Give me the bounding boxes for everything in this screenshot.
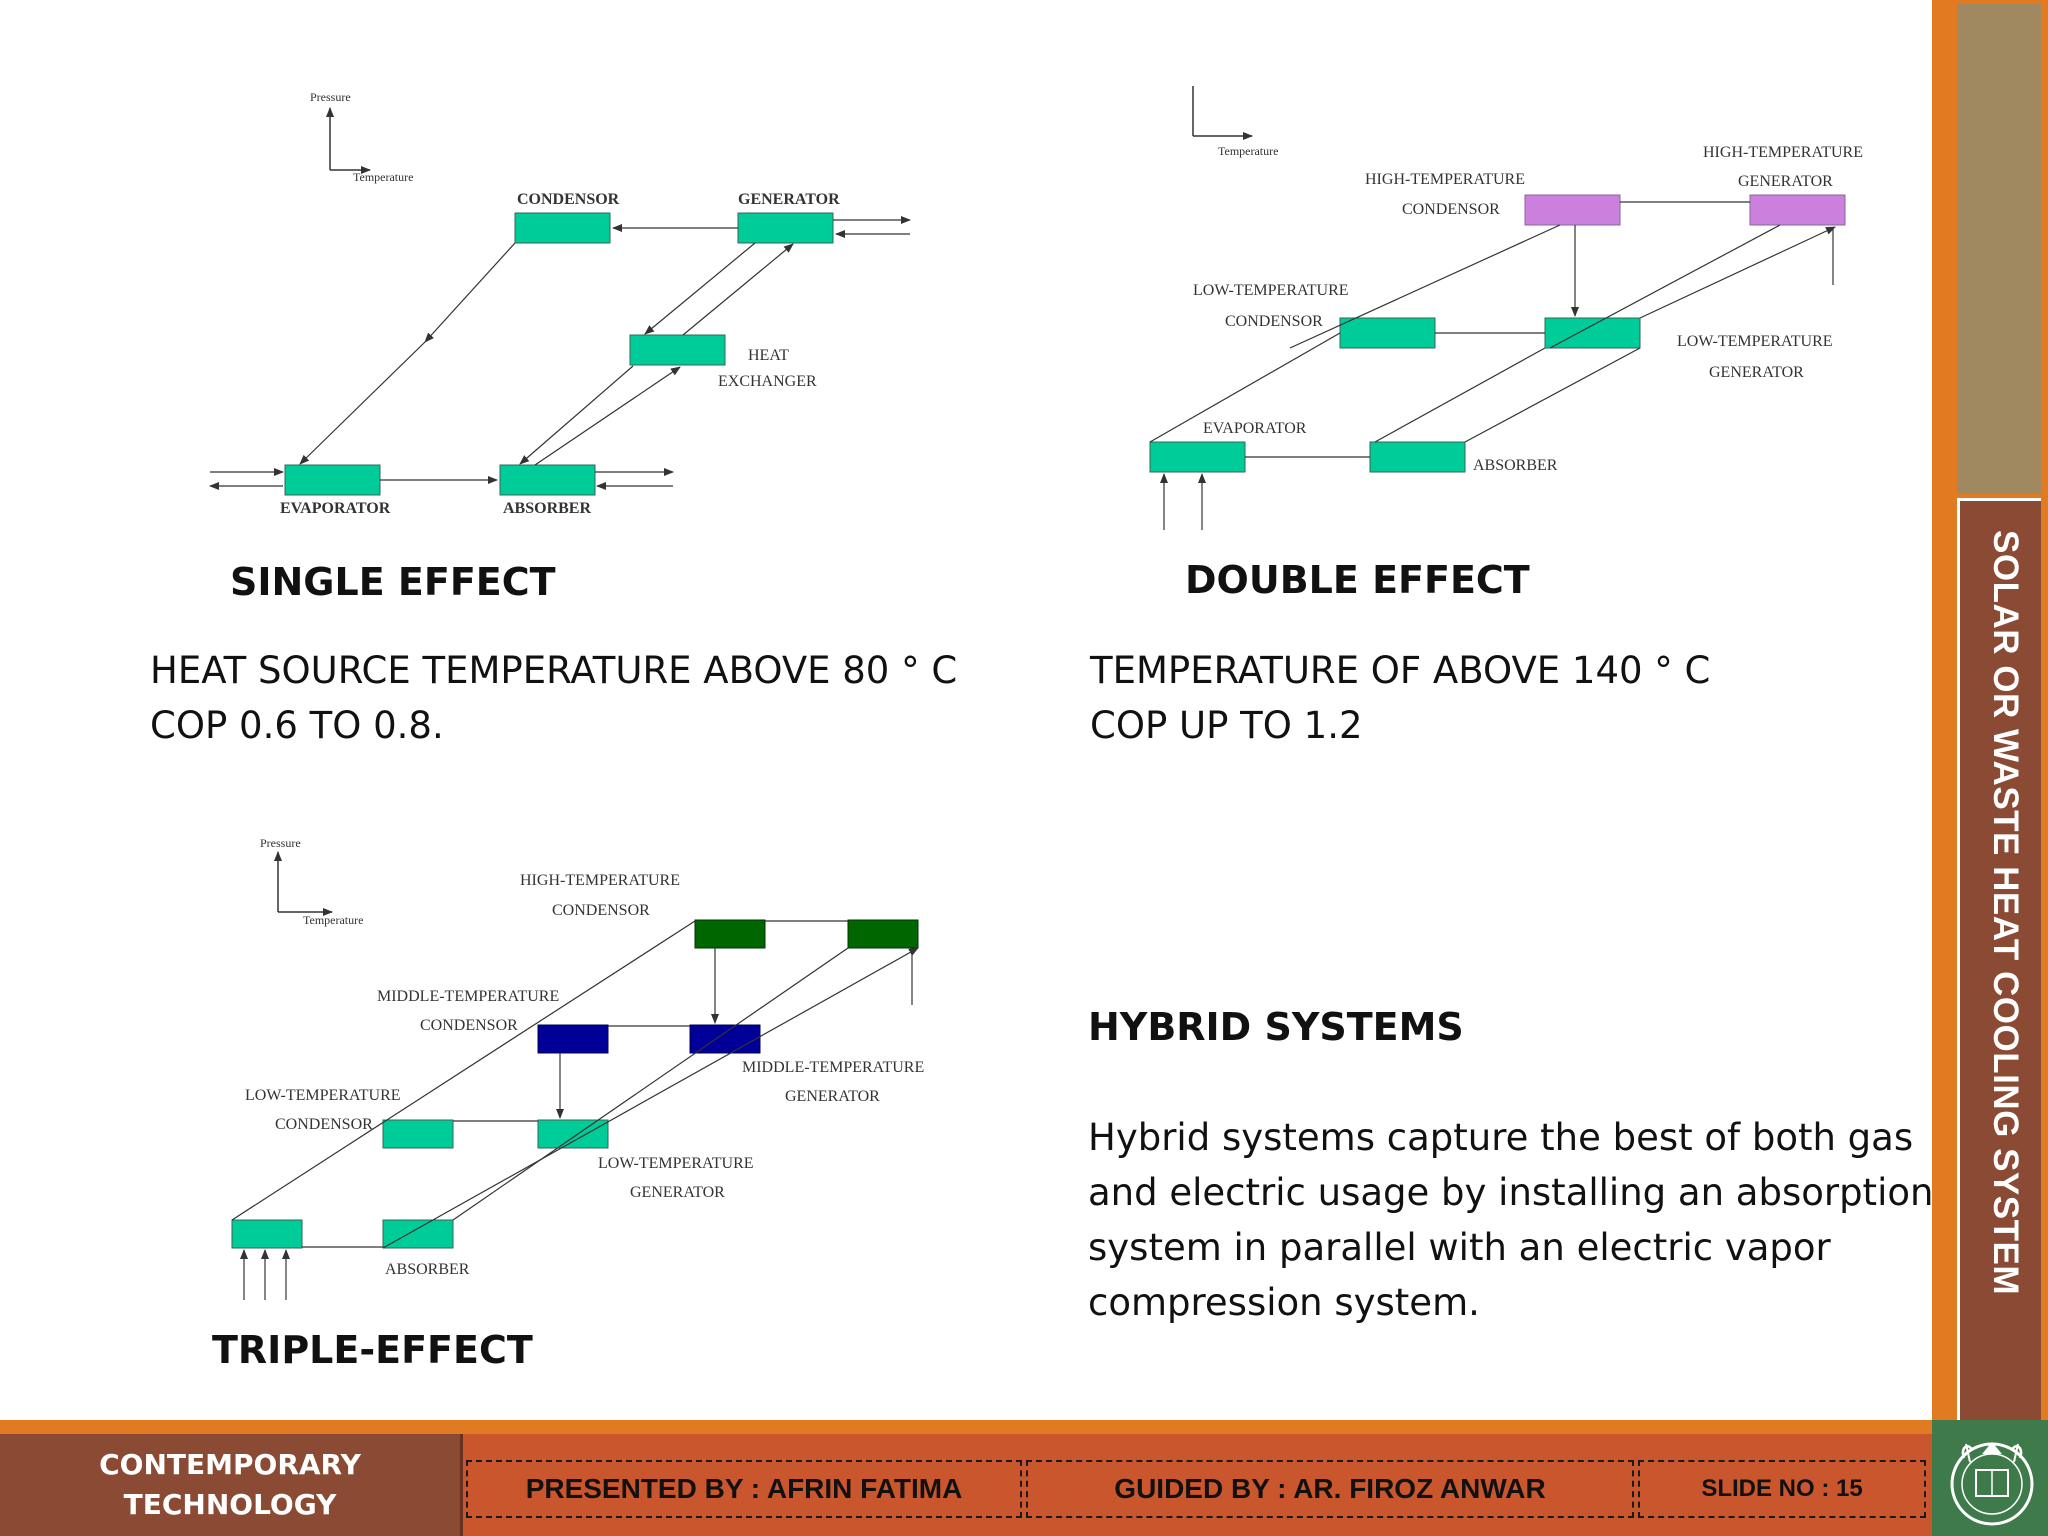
absorber-box: [499, 464, 596, 496]
double-effect-line2: COP UP TO 1.2: [1090, 704, 1363, 747]
heat-label: HEAT: [748, 347, 789, 364]
triple-effect-heading: TRIPLE-EFFECT: [212, 1328, 533, 1372]
ht-label-a: HIGH-TEMPERATURE: [1365, 171, 1525, 188]
lt-condensor-label: CONDENSOR: [1225, 313, 1323, 330]
double-effect-line1: TEMPERATURE OF ABOVE 140 ° C: [1090, 649, 1711, 692]
lt-label-a: LOW-TEMPERATURE: [1193, 282, 1349, 299]
ht-generator-label: GENERATOR: [1738, 173, 1833, 190]
hybrid-heading: HYBRID SYSTEMS: [1088, 1005, 1464, 1049]
footer-orange-stripe: [0, 1420, 1932, 1434]
footer-category-line2: TECHNOLOGY: [123, 1488, 337, 1521]
evaporator-box: [1149, 441, 1246, 473]
exchanger-label: EXCHANGER: [718, 373, 817, 390]
axis-x-label: Temperature: [353, 170, 413, 184]
lt-generator-label: GENERATOR: [630, 1184, 725, 1201]
condensor-box: [514, 212, 611, 244]
footer-slide-text: SLIDE NO : 15: [1701, 1475, 1863, 1502]
axis-y-label: Pressure: [260, 836, 301, 850]
absorber-box: [382, 1219, 454, 1249]
hybrid-line3: system in parallel with an electric vapo…: [1088, 1226, 1831, 1269]
triple-effect-diagram: Pressure Temperature HIGH-TEMPERATURE CO…: [231, 836, 924, 1300]
hybrid-line2: and electric usage by installing an abso…: [1088, 1171, 1934, 1214]
ht-label-a: HIGH-TEMPERATURE: [520, 872, 680, 889]
evaporator-box: [231, 1219, 303, 1249]
generator-label: GENERATOR: [738, 191, 840, 208]
double-effect-diagram: Temperature HIGH-TEMPERATURE CONDENSOR H…: [1149, 86, 1863, 530]
footer-presented-text: PRESENTED BY : AFRIN FATIMA: [525, 1473, 963, 1504]
footer-guided-by: GUIDED BY : AR. FIROZ ANWAR: [1026, 1460, 1634, 1518]
lt-label-a: LOW-TEMPERATURE: [245, 1087, 401, 1104]
ht-condensor-box: [694, 919, 766, 949]
footer-slide-number: SLIDE NO : 15: [1638, 1460, 1926, 1518]
sidebar-title-block: [1957, 498, 2041, 1420]
mt-condensor-label: CONDENSOR: [420, 1017, 518, 1034]
mt-generator-box: [689, 1024, 761, 1054]
lt-label-b: LOW-TEMPERATURE: [1677, 333, 1833, 350]
heat-exchanger-box: [629, 334, 726, 366]
lt-generator-label: GENERATOR: [1709, 364, 1804, 381]
ht-generator-box: [1749, 194, 1846, 226]
ht-condensor-box: [1524, 194, 1621, 226]
generator-box: [737, 212, 834, 244]
absorber-label: ABSORBER: [1473, 457, 1558, 474]
single-effect-line2: COP 0.6 TO 0.8.: [150, 704, 444, 747]
axis-y-label: Pressure: [310, 90, 351, 104]
lt-condensor-label: CONDENSOR: [275, 1116, 373, 1133]
absorber-label: ABSORBER: [503, 500, 591, 517]
lt-condensor-box: [382, 1119, 454, 1149]
single-effect-heading: SINGLE EFFECT: [230, 560, 556, 604]
single-effect-line1: HEAT SOURCE TEMPERATURE ABOVE 80 ° C: [150, 649, 958, 692]
footer-category-block: CONTEMPORARY TECHNOLOGY: [0, 1434, 463, 1536]
ht-label-b: HIGH-TEMPERATURE: [1703, 144, 1863, 161]
footer-presented-by: PRESENTED BY : AFRIN FATIMA: [466, 1460, 1022, 1518]
sidebar-orange-strip: [1932, 0, 1952, 1420]
mt-generator-label: GENERATOR: [785, 1088, 880, 1105]
footer-guided-text: GUIDED BY : AR. FIROZ ANWAR: [1114, 1473, 1546, 1504]
mt-label-a: MIDDLE-TEMPERATURE: [377, 988, 559, 1005]
absorber-box: [1369, 441, 1466, 473]
axis-x-label: Temperature: [1218, 144, 1278, 158]
double-effect-heading: DOUBLE EFFECT: [1185, 558, 1530, 602]
hybrid-line4: compression system.: [1088, 1281, 1480, 1324]
axis-x-label: Temperature: [303, 913, 363, 927]
evaporator-label: EVAPORATOR: [1203, 420, 1307, 437]
ht-generator-box: [847, 919, 919, 949]
university-seal-icon: [1950, 1442, 2034, 1526]
evaporator-label: EVAPORATOR: [280, 500, 391, 517]
condensor-label: CONDENSOR: [517, 191, 620, 208]
hybrid-line1: Hybrid systems capture the best of both …: [1088, 1116, 1914, 1159]
mt-condensor-box: [537, 1024, 609, 1054]
lt-generator-box: [1544, 317, 1641, 349]
hybrid-paragraph: Hybrid systems capture the best of both …: [1088, 1110, 1933, 1330]
ht-condensor-label: CONDENSOR: [1402, 201, 1500, 218]
sidebar-vertical-title: SOLAR OR WASTE HEAT COOLING SYSTEM: [1986, 530, 2025, 1295]
footer-category-line1: CONTEMPORARY: [99, 1448, 361, 1481]
sidebar-olive-block: [1957, 4, 2041, 494]
evaporator-box: [284, 464, 381, 496]
ht-condensor-label: CONDENSOR: [552, 902, 650, 919]
lt-generator-box: [537, 1119, 609, 1149]
lt-condensor-box: [1339, 317, 1436, 349]
lt-label-b: LOW-TEMPERATURE: [598, 1155, 754, 1172]
single-effect-diagram: Pressure Temperature CONDENSOR GENERATOR…: [209, 90, 911, 517]
absorber-label: ABSORBER: [385, 1261, 470, 1278]
mt-label-b: MIDDLE-TEMPERATURE: [742, 1059, 924, 1076]
